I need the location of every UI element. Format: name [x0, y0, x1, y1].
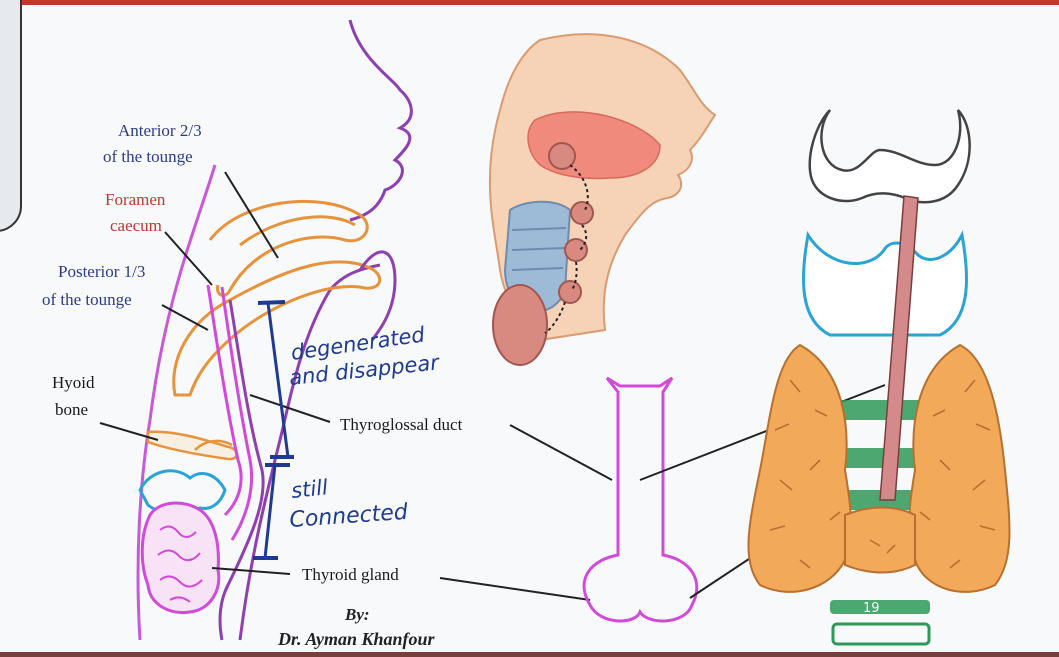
- label-anterior-line1: Anterior 2/3: [118, 121, 202, 140]
- thyroid-cartilage-right: [803, 235, 966, 335]
- migration-node-3: [565, 239, 587, 261]
- leader-foramen: [165, 232, 212, 285]
- label-thyroglossal-duct: Thyroglossal duct: [340, 415, 463, 434]
- label-anterior-line2: of the tounge: [103, 147, 193, 166]
- leader-thyroid-right: [440, 578, 590, 600]
- annotation-connected-line1: still: [290, 475, 329, 503]
- duct-schematic: [584, 378, 697, 621]
- bracket-upper-top: [258, 302, 285, 303]
- migration-node-4: [559, 281, 581, 303]
- label-hyoid-line2: bone: [55, 400, 88, 419]
- thyroid-anatomy: 19: [748, 110, 1009, 644]
- thyroid-lobe-right: [909, 345, 1009, 592]
- label-foramen-line2: caecum: [110, 216, 162, 235]
- head-migration-illustration: [490, 34, 715, 365]
- face-profile: [350, 20, 411, 220]
- annotation-connected-line2: Connected: [289, 500, 410, 533]
- tongue-outline: [210, 201, 367, 295]
- trachea-ring-4: [830, 600, 930, 614]
- thyroid-lobe-left: [748, 345, 850, 592]
- migration-node-2: [571, 202, 593, 224]
- thyroid-isthmus: [845, 508, 915, 573]
- credit-author: Dr. Ayman Khanfour: [277, 629, 436, 649]
- label-foramen-line1: Foramen: [105, 190, 166, 209]
- bottom-border: [0, 652, 1059, 657]
- thyroglossal-duct-tract: [208, 285, 241, 515]
- leader-anterior: [225, 172, 278, 258]
- label-posterior-line1: Posterior 1/3: [58, 262, 145, 281]
- trachea-ring-5: [833, 624, 929, 644]
- label-hyoid-line1: Hyoid: [52, 373, 95, 392]
- bracket-upper-vertical: [268, 303, 288, 457]
- thyroid-mass-lower: [493, 285, 547, 365]
- trachea-label-number: 19: [863, 601, 880, 616]
- leader-thyroglossal-right: [510, 425, 612, 480]
- credit-by: By:: [344, 605, 370, 624]
- hyoid-bone-right: [810, 110, 970, 202]
- label-thyroid-gland: Thyroid gland: [302, 565, 399, 584]
- label-posterior-line2: of the tounge: [42, 290, 132, 309]
- hyoid-bone: [148, 432, 237, 459]
